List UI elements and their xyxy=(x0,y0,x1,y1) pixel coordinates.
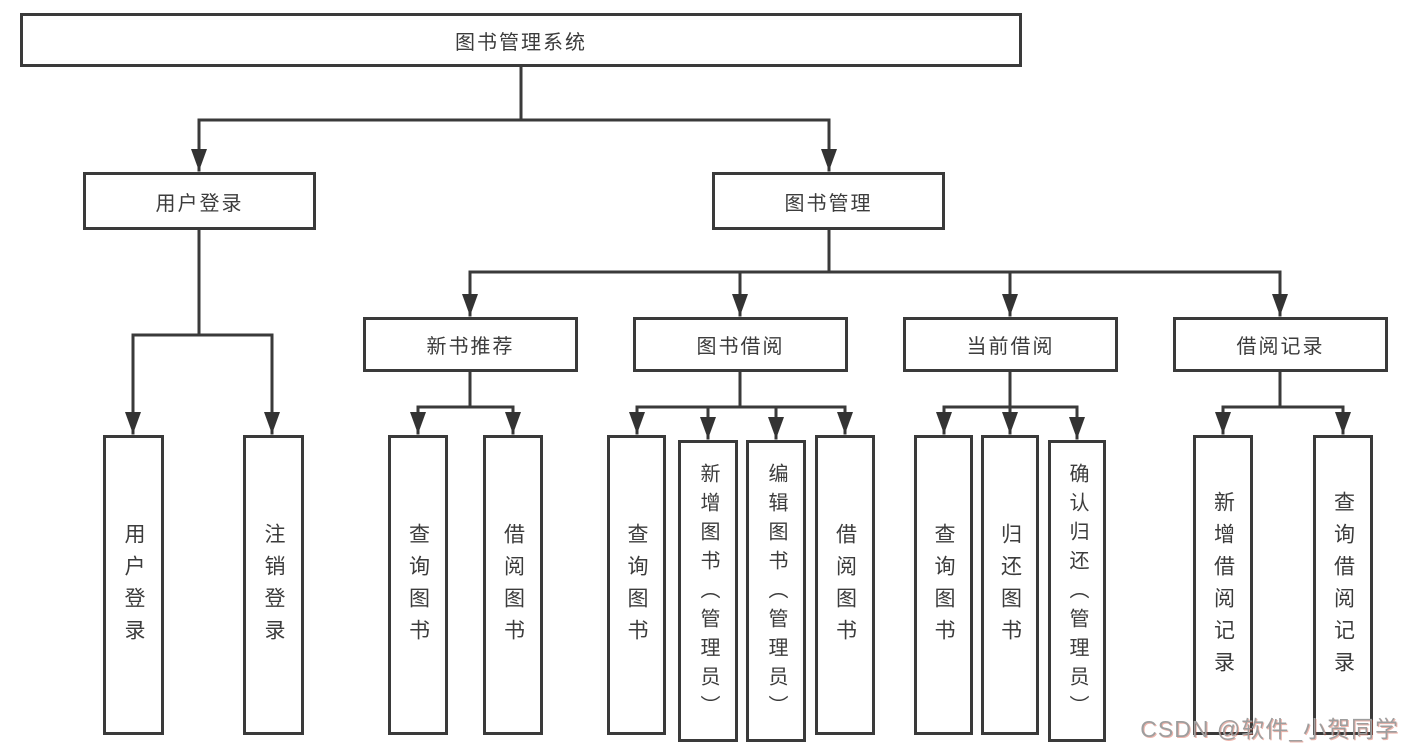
node-user-login: 用户登录 xyxy=(83,172,316,230)
leaf-query-book-borrow: 查询图书 xyxy=(607,435,666,735)
leaf-query-book-recommend-label: 查询图书 xyxy=(406,523,430,651)
leaf-user-login-label: 用户登录 xyxy=(122,523,145,651)
node-borrow-records-label: 借阅记录 xyxy=(1236,336,1325,358)
leaf-add-book-admin-label: 新增图书（管理员） xyxy=(697,462,719,724)
leaf-edit-book-admin-label: 编辑图书（管理员） xyxy=(765,462,787,724)
node-current-borrow: 当前借阅 xyxy=(903,317,1118,372)
leaf-return-book-label: 归还图书 xyxy=(998,523,1022,651)
node-current-borrow-label: 当前借阅 xyxy=(966,336,1055,358)
csdn-watermark: CSDN @软件_小贺同学 xyxy=(1140,716,1399,742)
leaf-query-book-current: 查询图书 xyxy=(914,435,973,735)
leaf-add-book-admin: 新增图书（管理员） xyxy=(678,440,738,742)
leaf-logout-label: 注销登录 xyxy=(262,523,285,651)
leaf-query-book-current-label: 查询图书 xyxy=(932,523,955,651)
node-root-system: 图书管理系统 xyxy=(20,13,1022,67)
leaf-confirm-return-admin-label: 确认归还（管理员） xyxy=(1066,462,1088,724)
leaf-borrow-book-recommend: 借阅图书 xyxy=(483,435,543,735)
leaf-query-book-recommend: 查询图书 xyxy=(388,435,448,735)
node-book-borrow: 图书借阅 xyxy=(633,317,848,372)
leaf-confirm-return-admin: 确认归还（管理员） xyxy=(1048,440,1106,742)
leaf-query-book-borrow-label: 查询图书 xyxy=(625,523,648,651)
leaf-query-borrow-record: 查询借阅记录 xyxy=(1313,435,1373,735)
node-root-label: 图书管理系统 xyxy=(455,31,587,54)
node-book-management: 图书管理 xyxy=(712,172,945,230)
node-new-book-recommend-label: 新书推荐 xyxy=(426,336,515,358)
leaf-logout: 注销登录 xyxy=(243,435,304,735)
leaf-query-borrow-record-label: 查询借阅记录 xyxy=(1331,491,1355,683)
leaf-borrow-book-recommend-label: 借阅图书 xyxy=(501,523,525,651)
leaf-edit-book-admin: 编辑图书（管理员） xyxy=(746,440,806,742)
node-book-management-label: 图书管理 xyxy=(784,192,873,215)
node-borrow-records: 借阅记录 xyxy=(1173,317,1388,372)
leaf-add-borrow-record: 新增借阅记录 xyxy=(1193,435,1253,735)
node-user-login-label: 用户登录 xyxy=(155,192,244,215)
node-new-book-recommend: 新书推荐 xyxy=(363,317,578,372)
leaf-return-book: 归还图书 xyxy=(981,435,1039,735)
leaf-borrow-book: 借阅图书 xyxy=(815,435,875,735)
node-book-borrow-label: 图书借阅 xyxy=(696,336,785,358)
leaf-borrow-book-label: 借阅图书 xyxy=(833,523,857,651)
leaf-user-login: 用户登录 xyxy=(103,435,164,735)
leaf-add-borrow-record-label: 新增借阅记录 xyxy=(1211,491,1235,683)
